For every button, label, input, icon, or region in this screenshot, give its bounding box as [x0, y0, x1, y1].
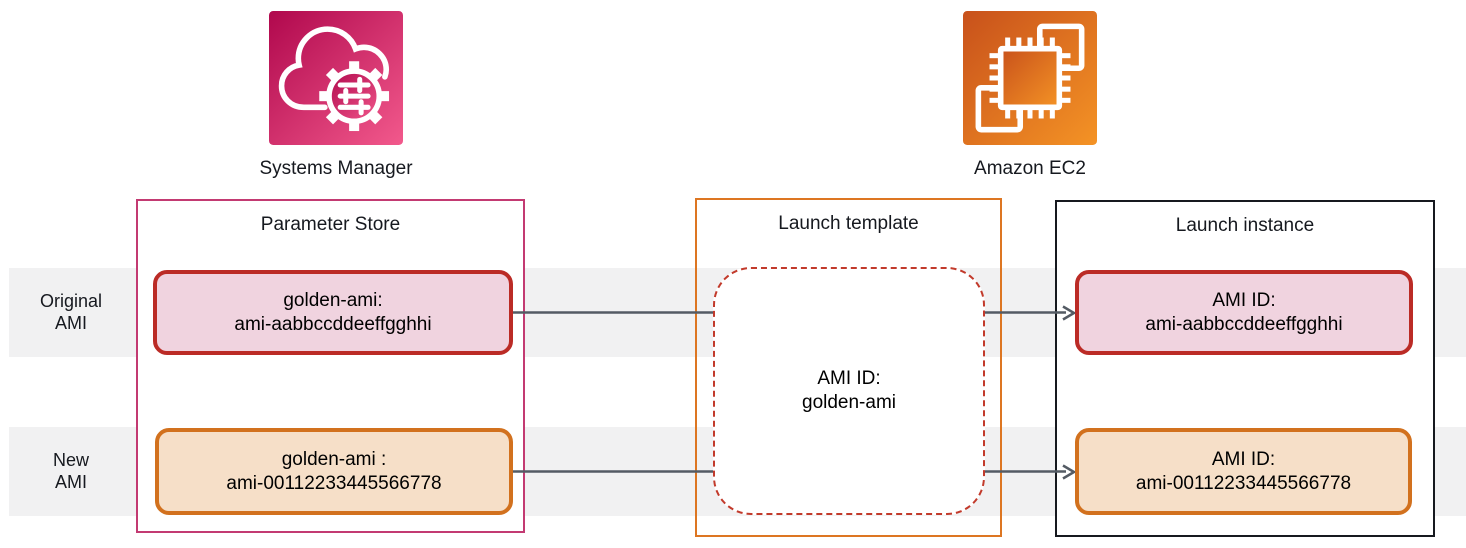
launch-template-box: Launch template: [695, 198, 1002, 537]
launch-template-ami-id-pill: AMI ID: golden-ami: [713, 267, 985, 515]
parameter-new-ami-pill: golden-ami : ami-00112233445566778: [155, 428, 513, 515]
parameter-store-title: Parameter Store: [260, 214, 401, 235]
parameter-new-ami-name: golden-ami :: [281, 448, 387, 470]
parameter-new-ami-value: ami-00112233445566778: [226, 472, 442, 494]
instance-new-ami-label: AMI ID:: [1211, 448, 1276, 470]
instance-new-ami-pill: AMI ID: ami-00112233445566778: [1075, 428, 1412, 515]
launch-template-title: Launch template: [778, 213, 919, 234]
launch-template-ami-id-value: golden-ami: [802, 392, 896, 413]
instance-original-ami-label: AMI ID:: [1212, 289, 1276, 311]
parameter-original-ami-name: golden-ami:: [283, 289, 383, 311]
parameter-original-ami-value: ami-aabbccddeeffgghhi: [234, 313, 432, 335]
row-label-original-line1: Original: [39, 291, 103, 311]
row-label-new-line1: New: [52, 450, 89, 470]
instance-new-ami-value: ami-00112233445566778: [1135, 472, 1352, 494]
row-label-new-line2: AMI: [54, 472, 87, 492]
systems-manager-icon: [269, 11, 403, 145]
launch-instance-title: Launch instance: [1175, 215, 1315, 236]
row-label-original-ami: Original AMI: [10, 290, 132, 334]
amazon-ec2-icon: [963, 11, 1097, 145]
launch-template-ami-id-label: AMI ID:: [817, 368, 881, 389]
row-label-new-ami: New AMI: [10, 449, 132, 493]
instance-original-ami-pill: AMI ID: ami-aabbccddeeffgghhi: [1075, 270, 1413, 355]
parameter-original-ami-pill: golden-ami: ami-aabbccddeeffgghhi: [153, 270, 513, 355]
systems-manager-label: Systems Manager: [259, 158, 413, 179]
instance-original-ami-value: ami-aabbccddeeffgghhi: [1145, 313, 1343, 335]
row-label-original-line2: AMI: [54, 313, 87, 333]
amazon-ec2-label: Amazon EC2: [974, 158, 1086, 179]
